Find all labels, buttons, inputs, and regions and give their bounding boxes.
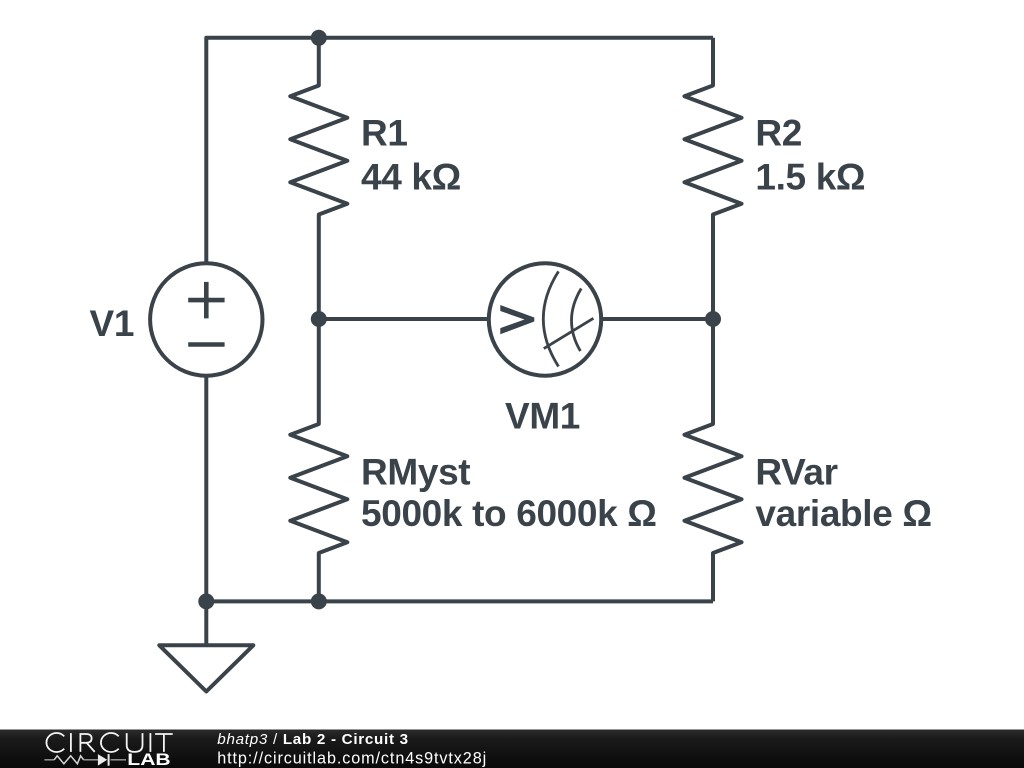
svg-text:1.5 kΩ: 1.5 kΩ <box>755 157 865 198</box>
svg-text:RVar: RVar <box>755 452 837 493</box>
svg-text:5000k to 6000k Ω: 5000k to 6000k Ω <box>361 493 657 534</box>
svg-text:V1: V1 <box>90 303 135 344</box>
svg-text:RMyst: RMyst <box>361 452 470 493</box>
svg-text:LAB: LAB <box>127 751 170 768</box>
svg-text:variable Ω: variable Ω <box>755 493 931 534</box>
svg-text:http://circuitlab.com/ctn4s9tv: http://circuitlab.com/ctn4s9tvtx28j <box>217 749 487 767</box>
svg-text:R1: R1 <box>361 112 408 153</box>
svg-text:44 kΩ: 44 kΩ <box>361 157 461 198</box>
svg-text:VM1: VM1 <box>505 396 580 437</box>
svg-text:bhatp3 / Lab 2 - Circuit 3: bhatp3 / Lab 2 - Circuit 3 <box>217 731 409 748</box>
svg-text:R2: R2 <box>755 112 802 153</box>
